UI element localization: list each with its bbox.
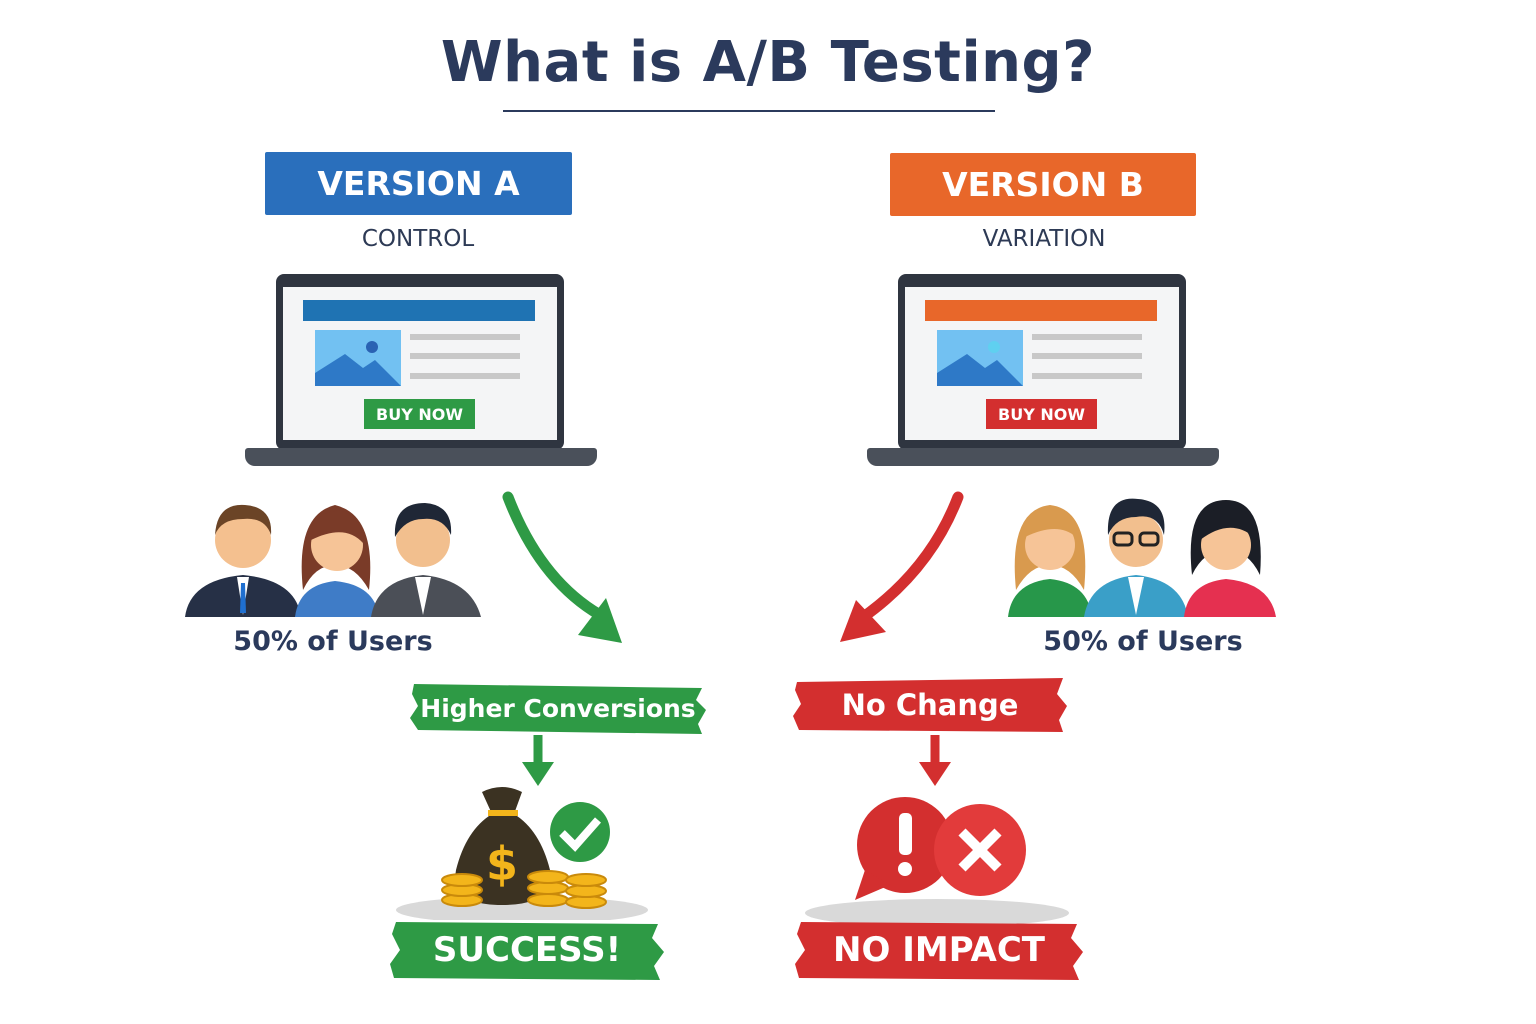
no-change-label: No Change [841, 688, 1019, 722]
version-b-subtitle: VARIATION [982, 226, 1106, 252]
image-placeholder-icon [315, 330, 401, 386]
users-group-b-icon [1008, 498, 1276, 617]
no-impact-label: NO IMPACT [833, 930, 1045, 970]
no-change-banner: No Change [793, 676, 1067, 734]
check-circle-icon [550, 802, 610, 862]
higher-conversions-banner: Higher Conversions [410, 680, 706, 736]
version-b-badge: VERSION B [890, 153, 1196, 216]
laptop-b: BUY NOW [867, 274, 1219, 466]
page-header-bar [303, 300, 535, 321]
title-underline [503, 110, 995, 112]
green-curved-arrow-icon [502, 491, 606, 621]
buy-now-button-b[interactable]: BUY NOW [986, 399, 1097, 429]
exclamation-bubble-icon [855, 797, 953, 900]
users-label-b: 50% of Users [1043, 626, 1243, 657]
laptop-a: BUY NOW [245, 274, 597, 466]
success-banner: SUCCESS! [390, 918, 664, 982]
no-impact-banner: NO IMPACT [795, 918, 1083, 982]
version-a-subtitle: CONTROL [361, 226, 475, 252]
users-group-a-icon [185, 503, 481, 617]
red-curved-arrow-icon [856, 491, 964, 624]
x-circle-icon [934, 804, 1026, 896]
users-label-a: 50% of Users [233, 626, 433, 657]
image-placeholder-icon [937, 330, 1023, 386]
higher-conversions-label: Higher Conversions [420, 693, 696, 723]
svg-text:$: $ [486, 837, 518, 891]
version-a-badge: VERSION A [265, 152, 572, 215]
money-bag-icon: $ [396, 787, 648, 920]
success-label: SUCCESS! [432, 930, 622, 970]
buy-now-button-a[interactable]: BUY NOW [364, 399, 475, 429]
page-title: What is A/B Testing? [440, 30, 1096, 95]
page-header-bar [925, 300, 1157, 321]
no-impact-icon [805, 797, 1069, 925]
